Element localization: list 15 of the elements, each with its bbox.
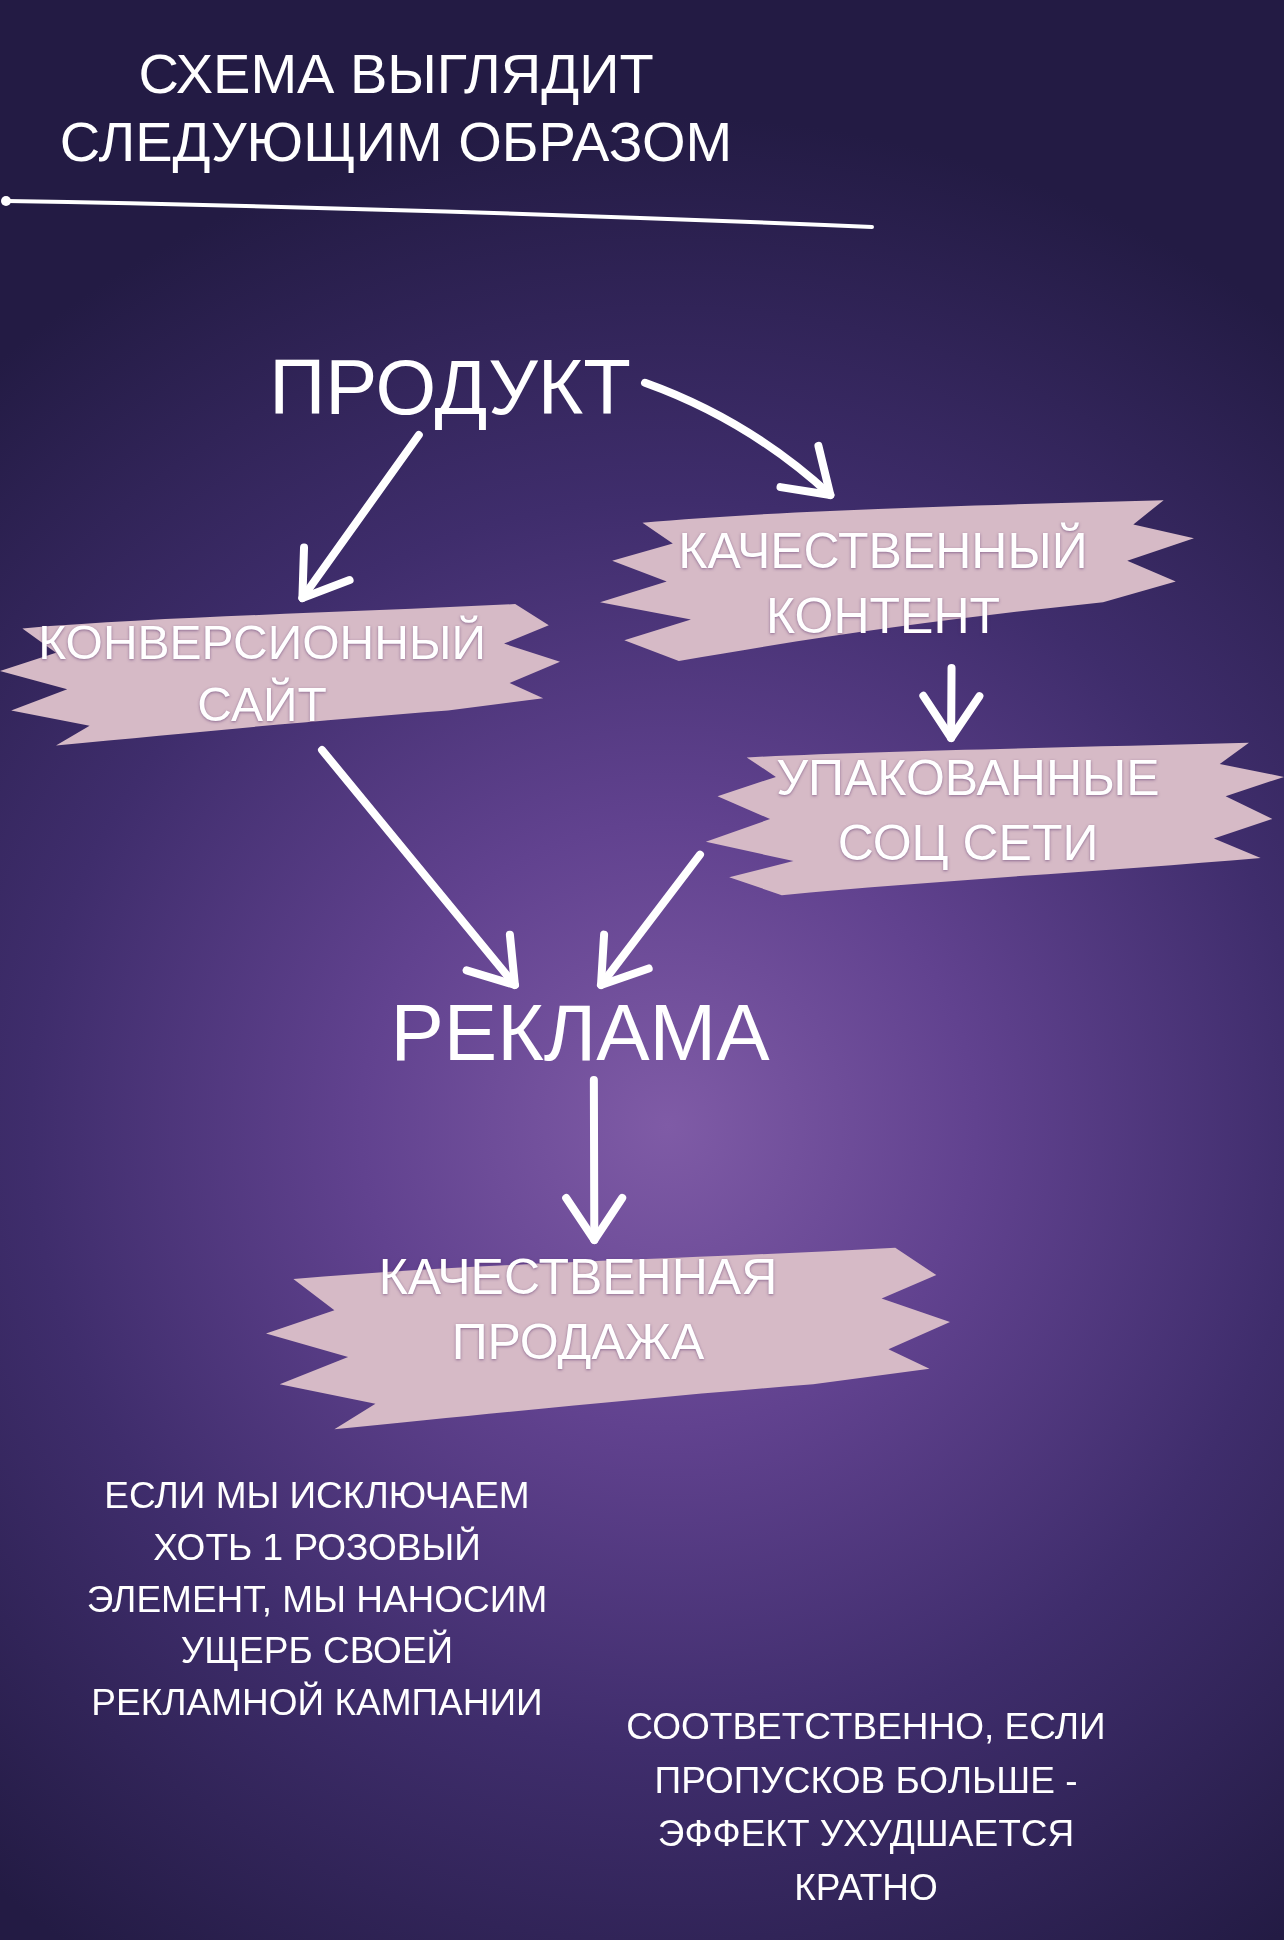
note-text: СООТВЕТСТВЕННО, ЕСЛИ ПРОПУСКОВ БОЛЬШЕ - ЭФФЕКТ УХУДШАЕТСЯ КРАТНО [625,1705,1107,1910]
note-text: ЕСЛИ МЫ ИСКЛЮЧАЕМ ХОТЬ 1 РОЗОВЫЙ ЭЛЕМЕНТ, МЫ НАНОСИМ УЩЕРБ СВОЕЙ РЕКЛАМНОЙ КАМПАНИИ [85,1474,549,1726]
arrow [641,378,835,499]
title-text: СХЕМА ВЫГЛЯДИТ СЛЕДУЮЩИМ ОБРАЗОМ [58,41,734,176]
arrow [318,746,519,989]
arrow [562,1076,627,1244]
node-text: РЕКЛАМА [370,985,790,1080]
arrow [919,664,984,742]
node-text: ПРОДУКТ [255,340,645,435]
node-text: КАЧЕСТВЕННАЯ ПРОДАЖА [377,1247,779,1372]
node-text: КОНВЕРСИОННЫЙ САЙТ [37,614,487,733]
arrow [298,431,423,602]
node-text: КАЧЕСТВЕННЫЙ КОНТЕНТ [677,521,1089,646]
arrow [597,850,704,989]
node-text: УПАКОВАННЫЕ СОЦ СЕТИ [775,749,1161,873]
